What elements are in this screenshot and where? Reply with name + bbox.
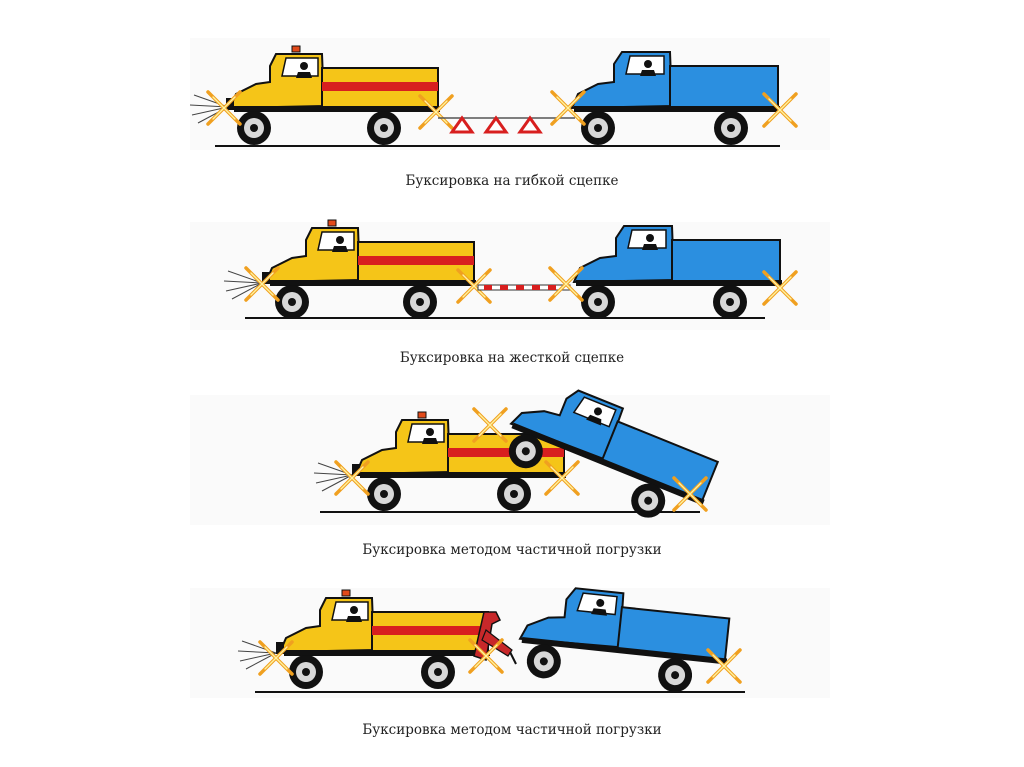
wheel (713, 285, 747, 319)
towed-truck (573, 225, 783, 287)
scene-caption-4: Буксировка методом частичной погрузки (362, 722, 662, 738)
wheel (581, 111, 615, 145)
wheel (581, 285, 615, 319)
wheel (497, 477, 531, 511)
cable-flags (449, 115, 543, 134)
wheel (275, 285, 309, 319)
crane-boom (473, 611, 517, 665)
wheel (403, 285, 437, 319)
wheel (237, 111, 271, 145)
scene-rigid (223, 219, 798, 319)
tow-truck (275, 589, 491, 657)
scene-caption-2: Буксировка на жесткой сцепке (399, 350, 625, 366)
wheel (714, 111, 748, 145)
rigid-bar-stripes (484, 285, 556, 290)
scene-flexible (189, 45, 798, 147)
towed-truck-raised (518, 582, 734, 694)
scene-partial-load-tilted (313, 370, 726, 523)
towed-truck (571, 51, 781, 113)
wheel (525, 642, 563, 681)
wheel (367, 111, 401, 145)
tow-truck (261, 219, 477, 287)
towed-truck (508, 370, 726, 507)
scene-caption-1: Буксировка на гибкой сцепке (405, 173, 619, 189)
headlight-beams (313, 462, 353, 492)
scene-caption-3: Буксировка методом частичной погрузки (362, 542, 662, 558)
tow-truck (225, 45, 441, 113)
wheel (289, 655, 323, 689)
headlight-beams (223, 270, 263, 300)
scene-partial-load-crane (237, 582, 745, 694)
wheel (367, 477, 401, 511)
wheel (656, 656, 694, 694)
wheel (421, 655, 455, 689)
